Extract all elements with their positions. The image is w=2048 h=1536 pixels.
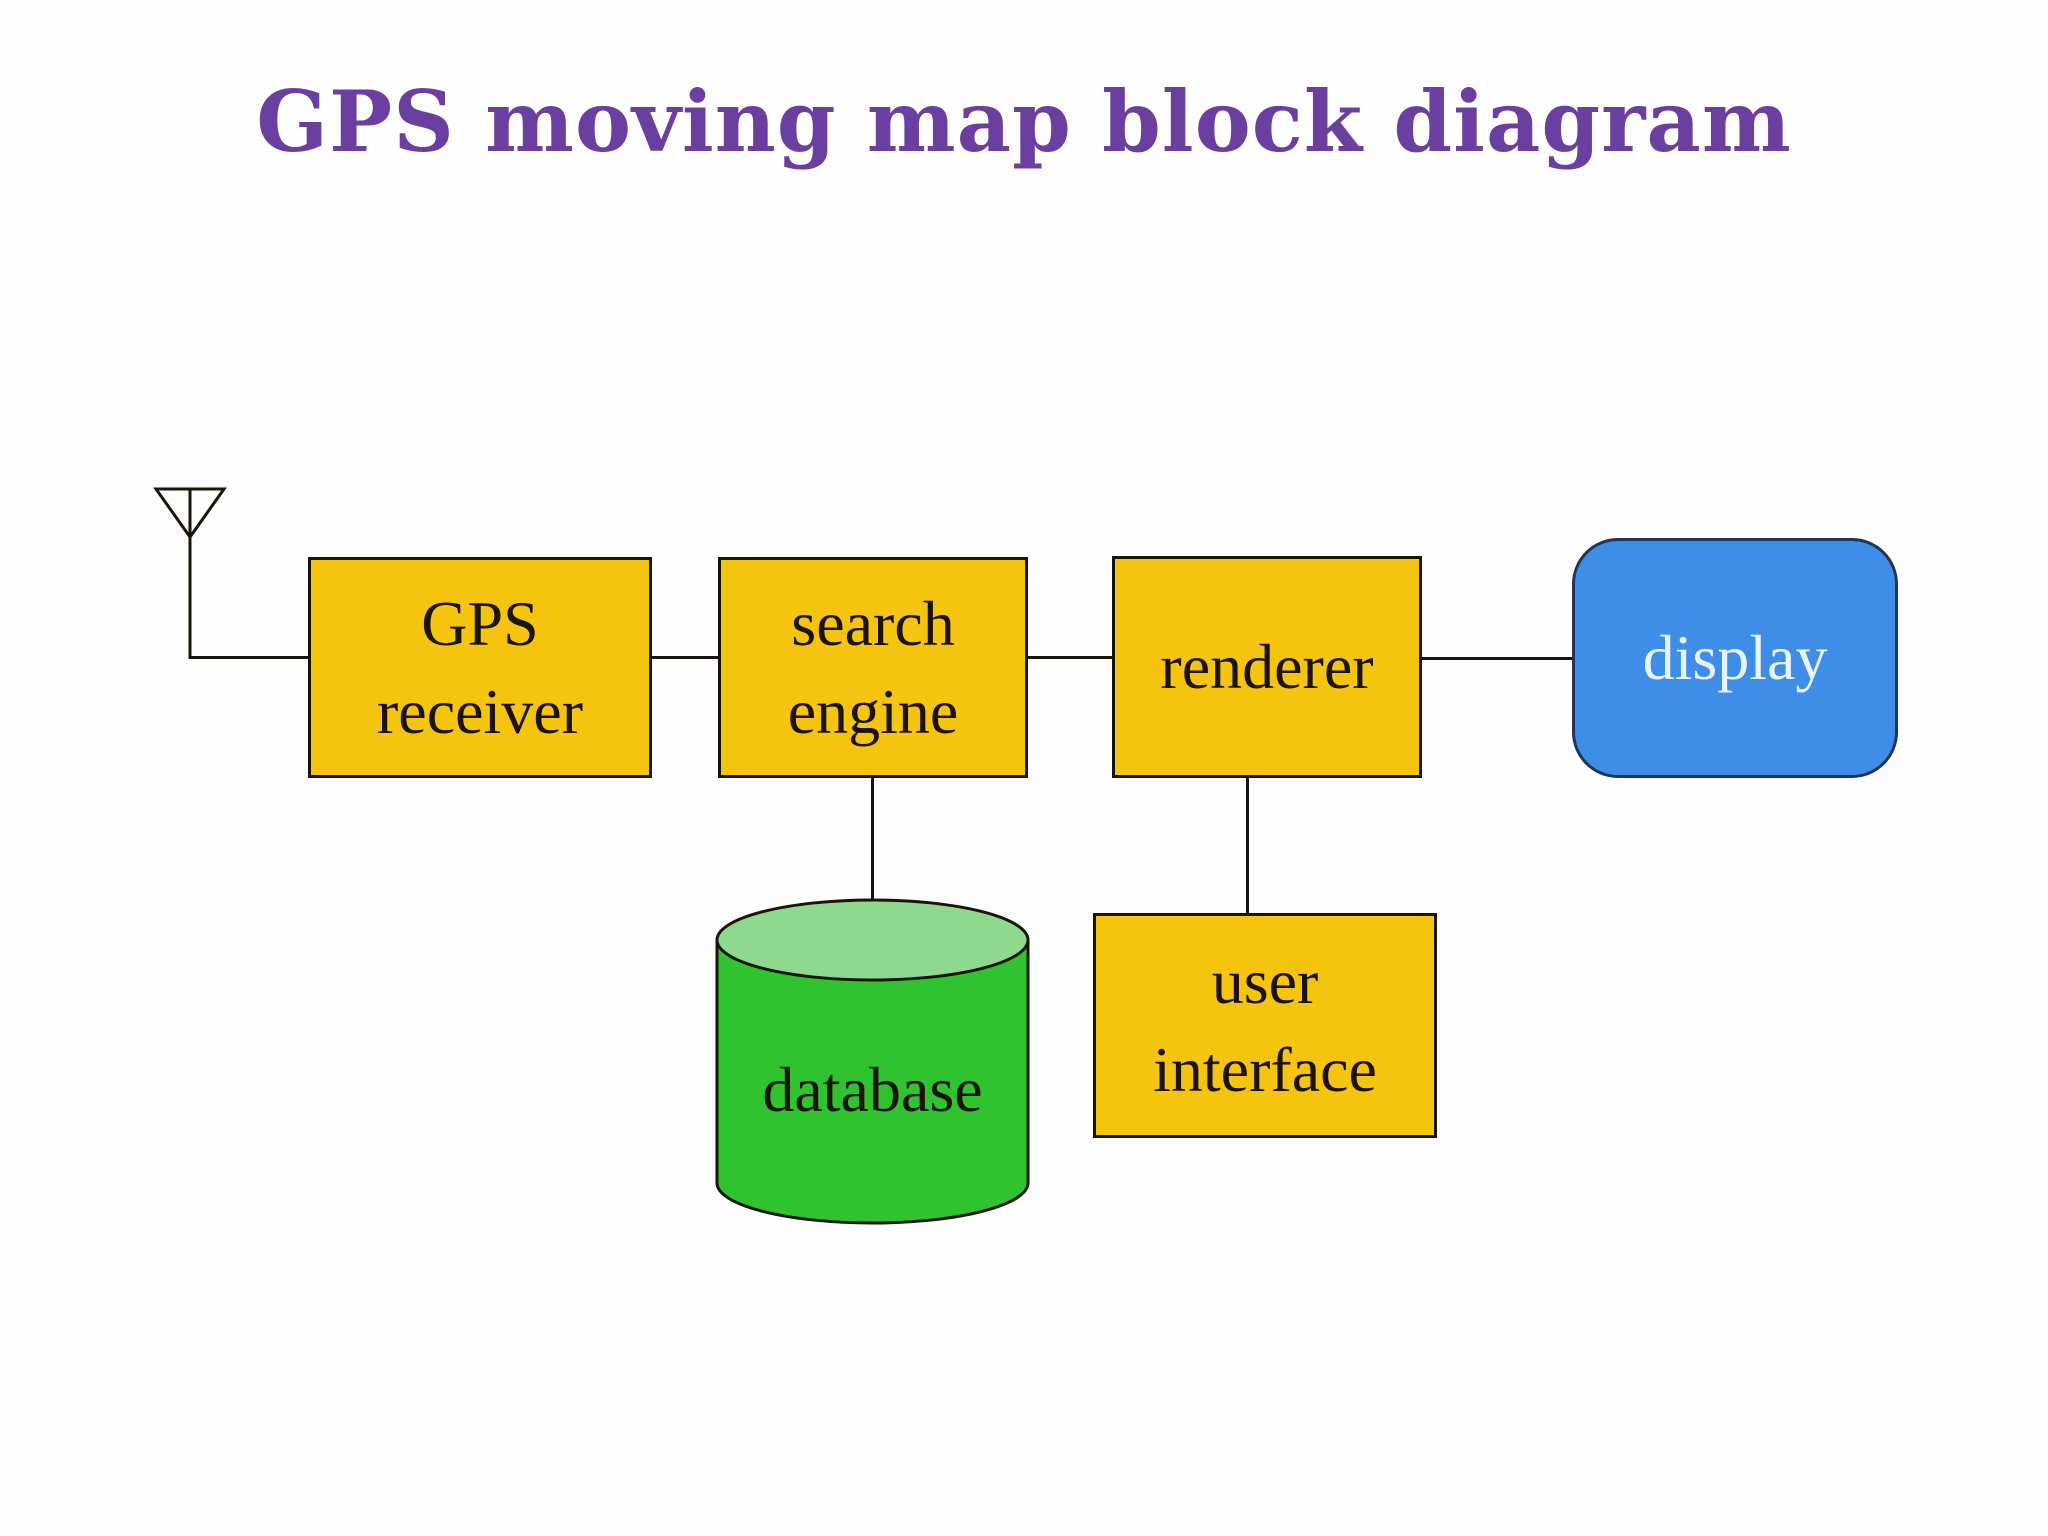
node-user-interface: user interface (1093, 913, 1437, 1138)
node-display-label: display (1642, 622, 1828, 693)
connector-gps-receiver-to-search-engine (652, 656, 718, 659)
cylinder-body (715, 940, 1030, 1225)
antenna-icon (153, 487, 310, 659)
node-display: display (1572, 538, 1898, 778)
connector-renderer-to-user-interface (1246, 776, 1249, 916)
node-gps-receiver-label-line1: GPS (421, 587, 539, 659)
node-search-engine: search engine (718, 557, 1028, 778)
node-renderer-label: renderer (1160, 631, 1374, 702)
node-renderer: renderer (1112, 556, 1422, 778)
node-search-engine-label-line2: engine (787, 675, 959, 747)
node-search-engine-label-line1: search (791, 587, 955, 659)
cylinder-top (715, 898, 1030, 982)
node-user-interface-label-line1: user (1211, 945, 1319, 1017)
diagram-title: GPS moving map block diagram (256, 72, 1792, 171)
node-gps-receiver-label-line2: receiver (376, 675, 584, 747)
node-gps-receiver: GPS receiver (308, 557, 652, 778)
connector-search-engine-to-database (871, 776, 874, 904)
connector-search-engine-to-renderer (1028, 656, 1112, 659)
connector-renderer-to-display (1420, 657, 1572, 660)
node-database-label: database (762, 1054, 983, 1125)
node-user-interface-label-line2: interface (1153, 1033, 1377, 1105)
database-cylinder-shape (715, 898, 1030, 1225)
